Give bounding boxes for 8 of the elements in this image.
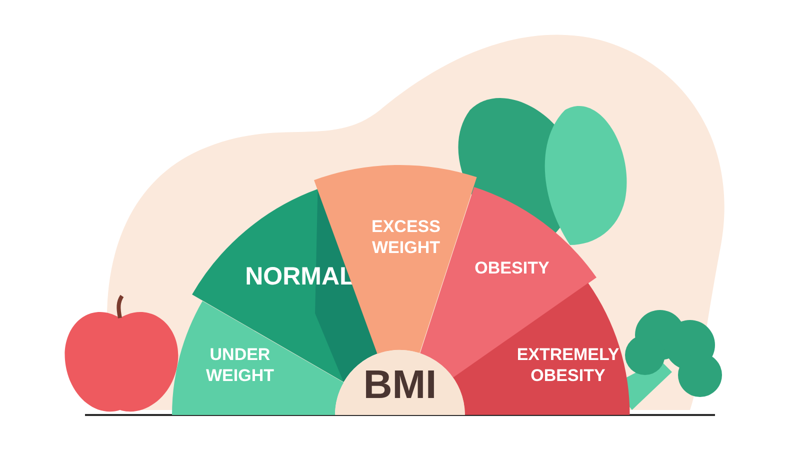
segment-label: UNDER WEIGHT — [205, 344, 275, 386]
segment-label: EXCESS WEIGHT — [370, 216, 442, 258]
gauge-segment — [172, 301, 344, 415]
gauge-center-label: BMI — [363, 362, 437, 409]
gauge-center — [335, 350, 465, 415]
gauge-segment — [453, 283, 630, 415]
segment-label: EXTREMELY OBESITY — [516, 344, 620, 386]
segment-label: OBESITY — [474, 257, 550, 279]
